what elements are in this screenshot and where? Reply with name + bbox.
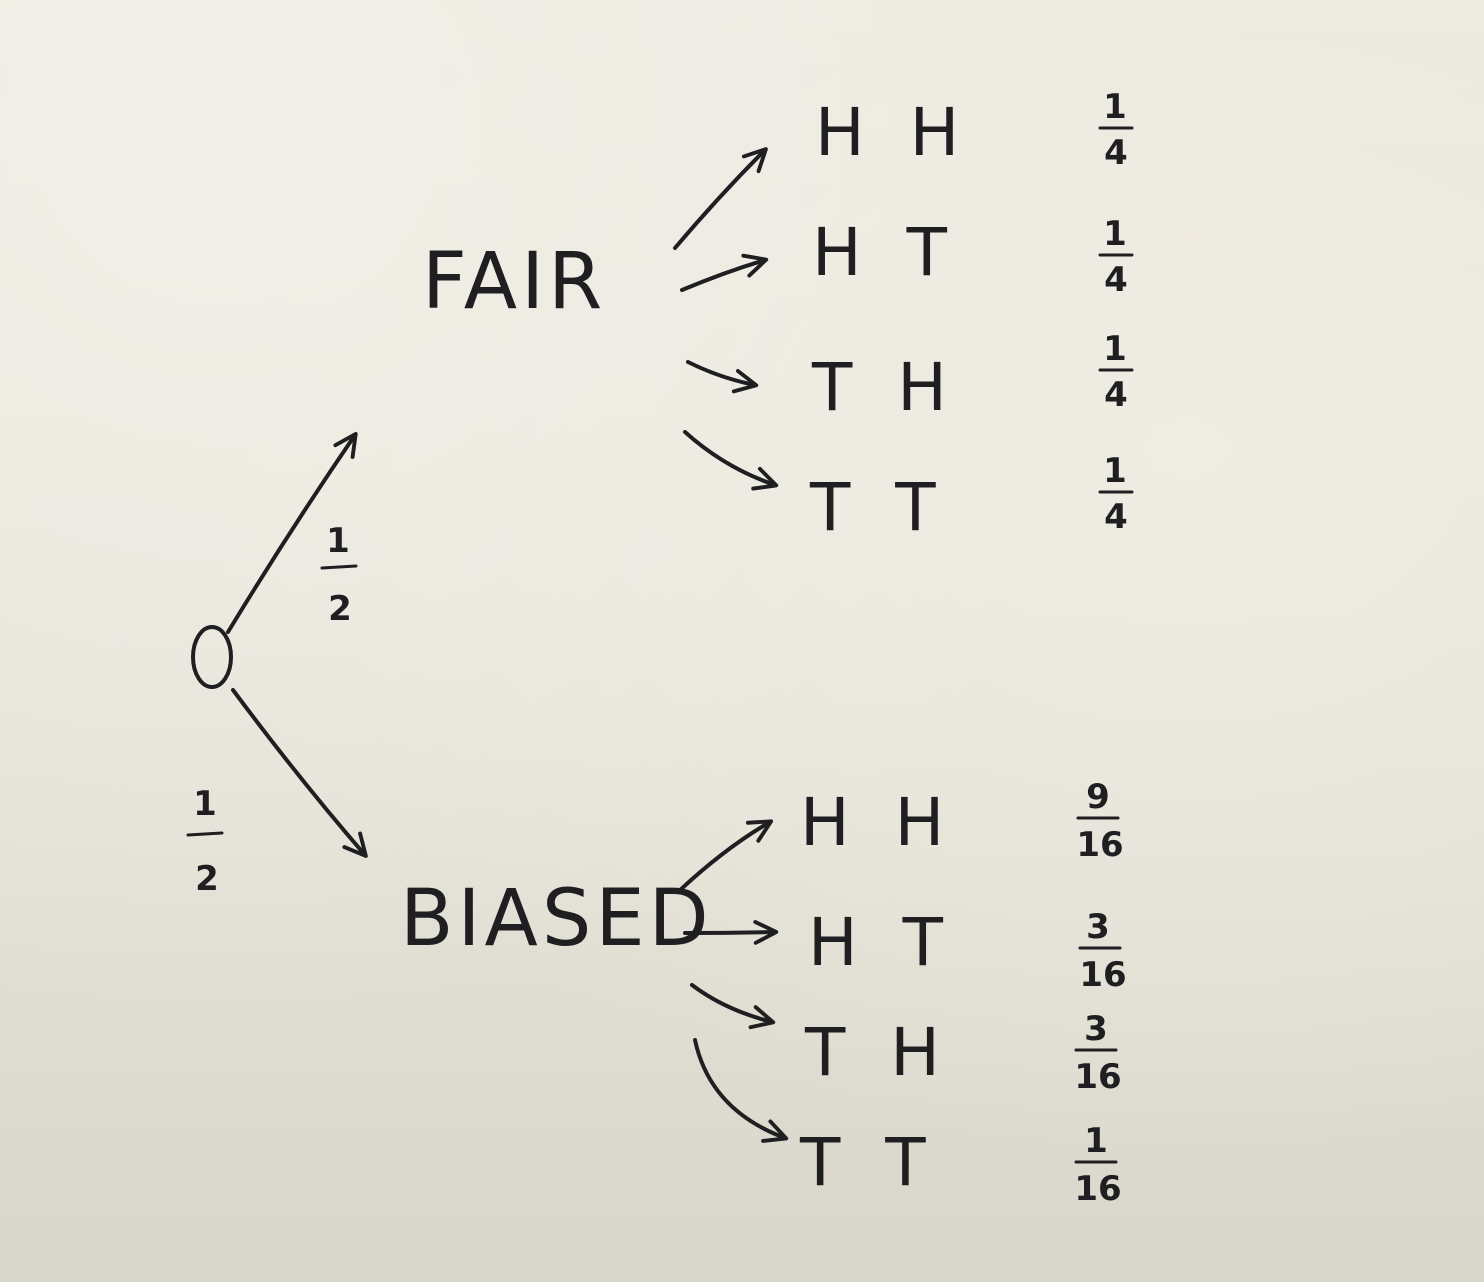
fair-prob-tt: 1 4 [1098, 451, 1134, 537]
biased-arrow-tt [693, 1038, 789, 1143]
root-prob-fair: 1 2 [320, 521, 358, 629]
biased-prob-th: 3 16 [1074, 1009, 1121, 1097]
fair-arrow-th [686, 360, 759, 394]
fair-prob-ht-den: 4 [1104, 260, 1128, 300]
fair-prob-th-den: 4 [1104, 375, 1128, 415]
root-prob-biased: 1 2 [186, 784, 224, 899]
fair-prob-hh-den: 4 [1104, 133, 1128, 173]
biased-prob-hh-den: 16 [1076, 825, 1123, 865]
biased-arrow-ht [683, 920, 779, 945]
fair-arrow-ht [680, 253, 769, 292]
biased-prob-ht: 3 16 [1078, 907, 1127, 995]
branch-root-to-biased [231, 688, 368, 858]
biased-prob-tt: 1 16 [1074, 1121, 1121, 1209]
biased-arrow-hh [676, 819, 774, 894]
fair-arrow-hh [673, 147, 768, 250]
fair-prob-tt-num: 1 [1103, 451, 1127, 491]
fraction-bar [186, 831, 224, 837]
root-node [191, 625, 233, 689]
root-prob-fair-num: 1 [326, 521, 350, 561]
fair-prob-hh-num: 1 [1103, 87, 1127, 127]
branch-root-to-fair [226, 431, 358, 634]
biased-prob-th-den: 16 [1074, 1057, 1121, 1097]
fair-label: FAIR [422, 237, 606, 327]
fair-outcome-tt: T T [809, 469, 948, 546]
fair-outcome-ht: H T [812, 214, 959, 291]
biased-prob-tt-den: 16 [1074, 1169, 1121, 1209]
fair-prob-ht: 1 4 [1098, 214, 1134, 300]
biased-outcome-ht: H T [808, 904, 955, 981]
biased-prob-hh: 9 16 [1076, 777, 1123, 865]
biased-outcome-hh: H H [800, 784, 956, 861]
root-prob-fair-den: 2 [328, 589, 352, 629]
fair-arrow-tt [683, 430, 779, 491]
biased-prob-tt-num: 1 [1084, 1121, 1108, 1161]
biased-prob-ht-num: 3 [1086, 907, 1110, 947]
fair-prob-ht-num: 1 [1103, 214, 1127, 254]
biased-prob-hh-num: 9 [1086, 777, 1110, 817]
biased-outcome-tt: T T [799, 1124, 938, 1201]
root-prob-biased-num: 1 [193, 784, 217, 824]
fair-outcome-hh: H H [815, 94, 971, 171]
fair-outcome-th: T H [811, 349, 959, 426]
biased-outcome-th: T H [804, 1014, 952, 1091]
fraction-bar [320, 564, 358, 570]
biased-arrow-th [690, 983, 776, 1030]
biased-prob-th-num: 3 [1084, 1009, 1108, 1049]
fair-prob-th-num: 1 [1103, 329, 1127, 369]
fair-prob-hh: 1 4 [1098, 87, 1134, 173]
fair-prob-tt-den: 4 [1104, 497, 1128, 537]
root-prob-biased-den: 2 [195, 859, 219, 899]
biased-label: BIASED [400, 874, 713, 964]
fair-prob-th: 1 4 [1098, 329, 1134, 415]
biased-prob-ht-den: 16 [1079, 955, 1126, 995]
